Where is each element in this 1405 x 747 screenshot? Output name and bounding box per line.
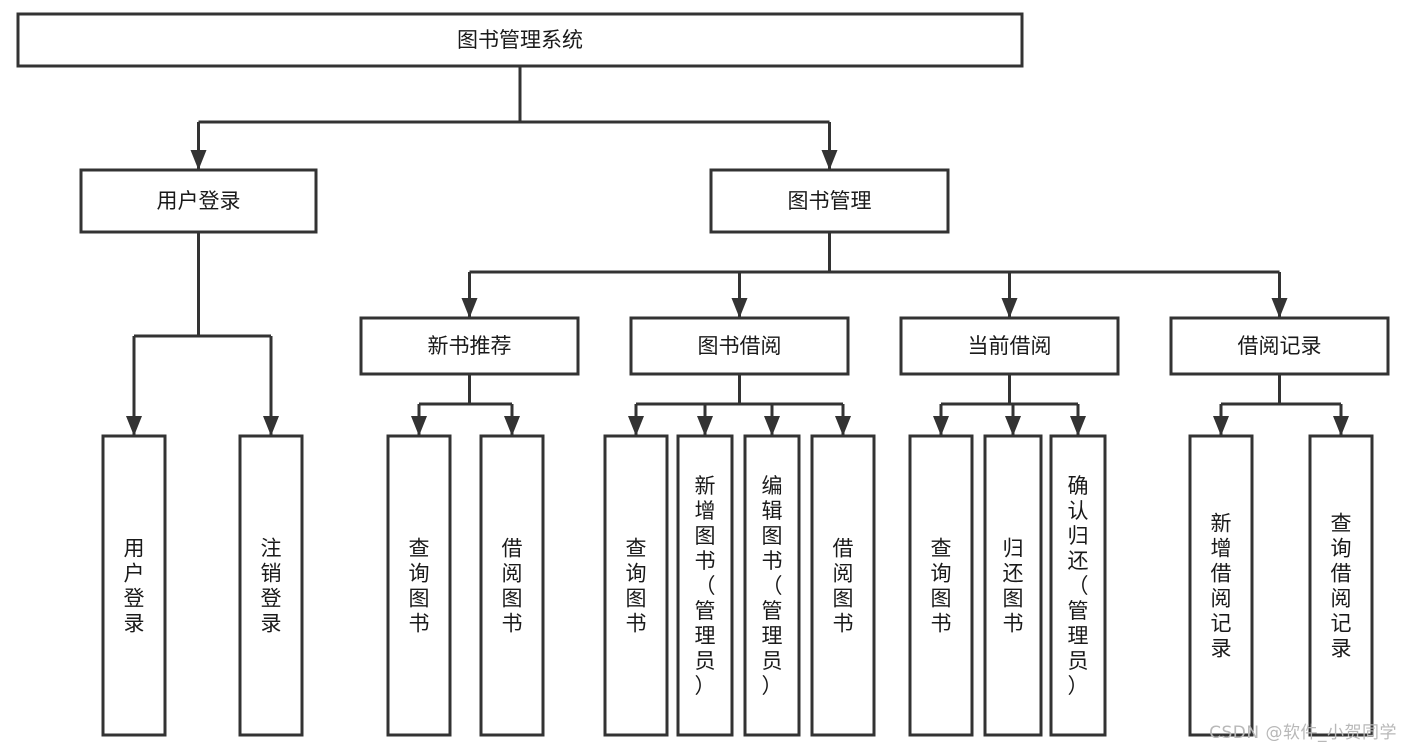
- level3-node-1[interactable]: 图书借阅: [629, 316, 850, 376]
- node-rect: [603, 434, 669, 737]
- arrow-head-icon: [1271, 298, 1288, 318]
- node-rect: [479, 434, 545, 737]
- node-label: 当前借阅: [968, 334, 1052, 358]
- node-rect: [359, 316, 580, 376]
- level3-node-0[interactable]: 新书推荐: [359, 316, 580, 376]
- arrow-head-icon: [764, 416, 780, 436]
- node-label: 查询借阅记录: [1331, 512, 1352, 661]
- arrow-head-icon: [1001, 298, 1018, 318]
- arrow-head-icon: [1213, 416, 1229, 436]
- arrow-head-icon: [1070, 416, 1086, 436]
- arrow-head-icon: [933, 416, 949, 436]
- node-rect: [709, 168, 950, 234]
- leaf-node-6[interactable]: 编辑图书（管理员）: [743, 434, 801, 737]
- node-label: 借阅记录: [1238, 334, 1322, 358]
- node-label: 归还图书: [1003, 537, 1024, 636]
- leaf-node-10[interactable]: 确认归还（管理员）: [1049, 434, 1107, 737]
- leaf-node-3[interactable]: 借阅图书: [479, 434, 545, 737]
- node-rect: [101, 434, 167, 737]
- node-rect: [79, 168, 318, 234]
- node-label: 查询图书: [626, 537, 647, 636]
- node-rect: [899, 316, 1120, 376]
- level2-node-1[interactable]: 图书管理: [709, 168, 950, 234]
- leaf-node-4[interactable]: 查询图书: [603, 434, 669, 737]
- node-label: 编辑图书（管理员）: [762, 474, 783, 698]
- node-label: 新增图书（管理员）: [695, 474, 716, 698]
- node-label: 注销登录: [261, 537, 282, 636]
- node-rect: [1169, 316, 1390, 376]
- leaf-node-9[interactable]: 归还图书: [983, 434, 1043, 737]
- leaf-node-2[interactable]: 查询图书: [386, 434, 452, 737]
- node-rect: [810, 434, 876, 737]
- leaf-node-8[interactable]: 查询图书: [908, 434, 974, 737]
- node-rect: [629, 316, 850, 376]
- arrow-head-icon: [263, 416, 279, 436]
- arrow-head-icon: [411, 416, 427, 436]
- node-label: 新书推荐: [428, 334, 512, 358]
- leaf-node-12[interactable]: 查询借阅记录: [1308, 434, 1374, 737]
- leaf-node-11[interactable]: 新增借阅记录: [1188, 434, 1254, 737]
- leaf-node-1[interactable]: 注销登录: [238, 434, 304, 737]
- node-label: 借阅图书: [833, 537, 854, 636]
- node-label: 新增借阅记录: [1211, 512, 1232, 661]
- node-rect: [908, 434, 974, 737]
- node-rect: [1049, 434, 1107, 737]
- connector-lines: [126, 66, 1349, 436]
- node-label: 用户登录: [157, 189, 241, 213]
- arrow-head-icon: [190, 150, 207, 170]
- arrow-head-icon: [697, 416, 713, 436]
- node-label: 借阅图书: [502, 537, 523, 636]
- node-label: 图书管理系统: [457, 28, 583, 52]
- node-label: 用户登录: [124, 537, 145, 636]
- level2-node-0[interactable]: 用户登录: [79, 168, 318, 234]
- node-boxes: 图书管理系统用户登录图书管理新书推荐图书借阅当前借阅借阅记录用户登录注销登录查询…: [16, 12, 1390, 737]
- node-label: 查询图书: [409, 537, 430, 636]
- arrow-head-icon: [504, 416, 520, 436]
- level3-node-3[interactable]: 借阅记录: [1169, 316, 1390, 376]
- node-rect: [983, 434, 1043, 737]
- arrow-head-icon: [821, 150, 838, 170]
- root-node[interactable]: 图书管理系统: [16, 12, 1024, 68]
- node-rect: [386, 434, 452, 737]
- node-rect: [238, 434, 304, 737]
- leaf-node-5[interactable]: 新增图书（管理员）: [676, 434, 734, 737]
- leaf-node-0[interactable]: 用户登录: [101, 434, 167, 737]
- arrow-head-icon: [1333, 416, 1349, 436]
- node-label: 图书管理: [788, 189, 872, 213]
- node-label: 图书借阅: [698, 334, 782, 358]
- node-label: 确认归还（管理员）: [1068, 474, 1089, 698]
- node-rect: [676, 434, 734, 737]
- arrow-head-icon: [835, 416, 851, 436]
- csdn-watermark: CSDN @软件_小贺同学: [1209, 723, 1397, 743]
- level3-node-2[interactable]: 当前借阅: [899, 316, 1120, 376]
- node-rect: [16, 12, 1024, 68]
- arrow-head-icon: [126, 416, 142, 436]
- arrow-head-icon: [628, 416, 644, 436]
- arrow-head-icon: [1005, 416, 1021, 436]
- node-rect: [1188, 434, 1254, 737]
- leaf-node-7[interactable]: 借阅图书: [810, 434, 876, 737]
- node-rect: [743, 434, 801, 737]
- arrow-head-icon: [461, 298, 478, 318]
- node-label: 查询图书: [931, 537, 952, 636]
- node-rect: [1308, 434, 1374, 737]
- arrow-head-icon: [731, 298, 748, 318]
